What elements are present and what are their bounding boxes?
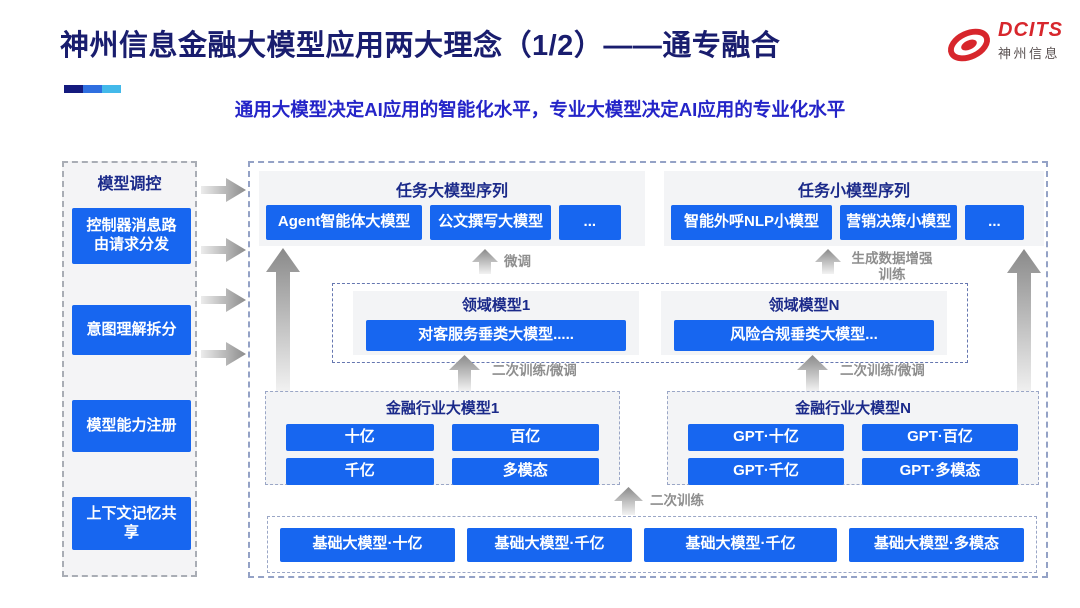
base-model-box: 基础大模型·多模态 — [849, 527, 1024, 562]
base-model-box: 基础大模型·千亿 — [467, 527, 632, 562]
sidebar-item-register: 模型能力注册 — [72, 400, 191, 452]
more-small-models-box: ... — [965, 205, 1024, 240]
finance-industry-model-1-group: 金融行业大模型1 十亿 百亿 千亿 多模态 — [265, 391, 620, 485]
gen-data-augment-label: 生成数据增强训练 — [851, 251, 933, 283]
sidebar-item-intent: 意图理解拆分 — [72, 305, 191, 355]
up-arrow-icon — [449, 355, 480, 391]
logo-brand-text: DCITS — [998, 19, 1063, 41]
up-arrow-icon — [797, 355, 828, 391]
doc-writing-large-model-box: 公文撰写大模型 — [430, 205, 552, 240]
up-arrow-icon — [815, 249, 841, 274]
dcits-logo: DCITS 神州信息 — [944, 20, 1063, 75]
fine-tune-label: 微调 — [504, 254, 531, 269]
sidebar-item-router: 控制器消息路由请求分发 — [72, 208, 191, 264]
logo-brand-cn: 神州信息 — [998, 46, 1061, 61]
slide-subtitle: 通用大模型决定AI应用的智能化水平，专业大模型决定AI应用的专业化水平 — [234, 99, 846, 120]
marketing-small-model-box: 营销决策小模型 — [840, 205, 958, 240]
group-title: 领域模型N — [768, 297, 840, 314]
group-title: 领域模型1 — [461, 297, 531, 314]
page-title: 神州信息金融大模型应用两大理念（1/2）——通专融合 — [60, 30, 781, 62]
domain-model-1: 领域模型1 对客服务垂类大模型..... — [353, 291, 639, 355]
model-size-box: GPT·千亿 — [688, 458, 844, 485]
model-size-box: 千亿 — [286, 458, 434, 485]
retrain-label: 二次训练 — [650, 493, 704, 508]
model-architecture-diagram: 任务大模型序列 Agent智能体大模型 公文撰写大模型 ... 任务小模型序列 … — [248, 161, 1048, 578]
model-size-box: GPT·十亿 — [688, 424, 844, 451]
retrain-finetune-label: 二次训练/微调 — [840, 363, 925, 378]
group-title: 金融行业大模型N — [795, 400, 911, 417]
title-accent-bar — [64, 85, 121, 93]
right-arrow-icon — [201, 288, 246, 312]
up-arrow-icon — [614, 487, 643, 515]
group-title: 任务大模型序列 — [395, 183, 508, 200]
customer-service-model-box: 对客服务垂类大模型..... — [366, 320, 626, 351]
outbound-nlp-small-model-box: 智能外呼NLP小模型 — [671, 205, 833, 240]
model-control-panel: 模型调控 控制器消息路由请求分发 意图理解拆分 模型能力注册 上下文记忆共享 — [62, 161, 197, 577]
base-model-box: 基础大模型·千亿 — [644, 527, 837, 562]
domain-models-group: 领域模型1 对客服务垂类大模型..... 领域模型N 风险合规垂类大模型... — [332, 283, 968, 363]
right-arrow-icon — [201, 342, 246, 366]
model-size-box: 多模态 — [451, 458, 599, 485]
domain-model-n: 领域模型N 风险合规垂类大模型... — [661, 291, 947, 355]
dcits-swirl-icon — [944, 20, 994, 75]
right-arrow-icon — [201, 178, 246, 202]
task-small-model-group: 任务小模型序列 智能外呼NLP小模型 营销决策小模型 ... — [664, 171, 1044, 246]
up-arrow-icon — [266, 248, 300, 392]
agent-large-model-box: Agent智能体大模型 — [266, 205, 423, 240]
group-title: 金融行业大模型1 — [385, 400, 500, 417]
base-model-box: 基础大模型·十亿 — [280, 527, 455, 562]
up-arrow-icon — [1007, 249, 1041, 395]
retrain-finetune-label: 二次训练/微调 — [492, 363, 577, 378]
sidebar-item-memory: 上下文记忆共享 — [72, 497, 191, 550]
right-arrow-icon — [201, 238, 246, 262]
sidebar-title: 模型调控 — [97, 176, 162, 193]
model-size-box: 十亿 — [286, 424, 434, 451]
more-large-models-box: ... — [559, 205, 621, 240]
up-arrow-icon — [472, 249, 498, 274]
group-title: 任务小模型序列 — [797, 183, 910, 200]
task-large-model-group: 任务大模型序列 Agent智能体大模型 公文撰写大模型 ... — [259, 171, 645, 246]
risk-compliance-model-box: 风险合规垂类大模型... — [674, 320, 934, 351]
model-size-box: 百亿 — [451, 424, 599, 451]
model-size-box: GPT·百亿 — [862, 424, 1018, 451]
base-models-group: 基础大模型·十亿 基础大模型·千亿 基础大模型·千亿 基础大模型·多模态 — [267, 516, 1037, 573]
finance-industry-model-n-group: 金融行业大模型N GPT·十亿 GPT·百亿 GPT·千亿 GPT·多模态 — [667, 391, 1039, 485]
model-size-box: GPT·多模态 — [862, 458, 1018, 485]
